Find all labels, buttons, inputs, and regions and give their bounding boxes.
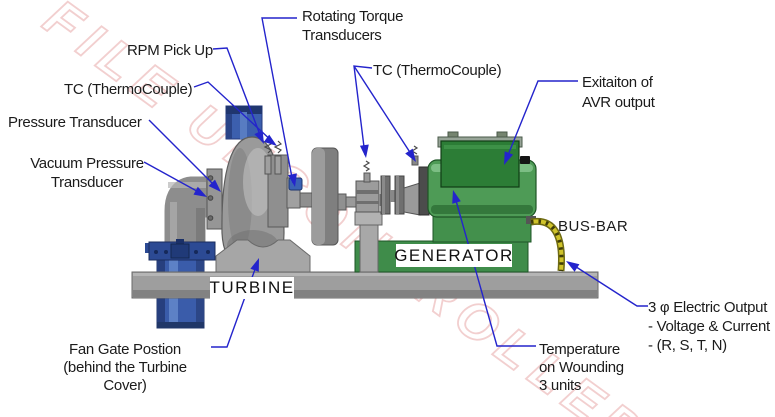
label-tc-right: TC (ThermoCouple) bbox=[373, 62, 502, 79]
leader-pressure bbox=[148, 119, 219, 190]
coupling bbox=[379, 175, 421, 216]
label-pressure-transducer: Pressure Transducer bbox=[8, 114, 142, 131]
universal-joint bbox=[355, 160, 380, 213]
label-tc-left: TC (ThermoCouple) bbox=[64, 81, 193, 98]
label-line: - (R, S, T, N) bbox=[648, 337, 727, 354]
pipe-flange bbox=[145, 239, 216, 261]
terminal-box bbox=[437, 131, 523, 188]
thermocouple-pin-turbine bbox=[273, 140, 283, 175]
label-line: Vacuum Pressure bbox=[30, 155, 144, 172]
leader-tc-right-b bbox=[353, 65, 414, 158]
label-line: (behind the Turbine Cover) bbox=[63, 359, 187, 394]
label-excitation: Exitaiton of AVR output bbox=[582, 73, 655, 113]
label-line: - Voltage & Current bbox=[648, 318, 770, 335]
turbine-nameplate: TURBINE bbox=[209, 277, 295, 299]
label-line: 3 φ Electric Output bbox=[648, 299, 768, 316]
rpm-pickup-pin bbox=[263, 140, 273, 175]
casing-cover bbox=[267, 154, 301, 228]
label-line: AVR output bbox=[582, 94, 655, 111]
label-line: on Wounding bbox=[539, 359, 624, 376]
base-plate bbox=[131, 271, 599, 299]
label-line: Transducers bbox=[302, 27, 382, 44]
arrowheads bbox=[193, 130, 580, 272]
leader-tc-left bbox=[193, 81, 275, 144]
leader-excitation bbox=[505, 80, 578, 161]
label-temperature: Temperature on Wounding 3 units bbox=[539, 341, 624, 395]
label-electric-output: 3 φ Electric Output - Voltage & Current … bbox=[648, 298, 770, 355]
label-line: Rotating Torque bbox=[302, 8, 404, 25]
label-fan-gate: Fan Gate Postion (behind the Turbine Cov… bbox=[40, 341, 210, 395]
label-bus-bar: BUS-BAR bbox=[558, 218, 629, 235]
generator-nameplate: GENERATOR bbox=[394, 244, 512, 267]
label-line: Fan Gate Postion bbox=[69, 341, 181, 358]
bus-bar-wire bbox=[526, 216, 565, 272]
label-rotating-torque: Rotating Torque Transducers bbox=[302, 7, 403, 45]
elbow-pipe bbox=[164, 176, 213, 244]
turbine-pedestal bbox=[215, 239, 311, 273]
shaft-support-pedestal bbox=[354, 211, 383, 273]
label-rpm-pickup: RPM Pick Up bbox=[127, 42, 213, 59]
label-line: 3 units bbox=[539, 377, 582, 394]
label-line: Transducer bbox=[50, 174, 124, 191]
label-vacuum-pressure: Vacuum Pressure Transducer bbox=[28, 154, 146, 192]
leader-rpm-pickup bbox=[212, 47, 263, 141]
label-line: Temperature bbox=[539, 341, 620, 358]
leader-vacuum bbox=[143, 161, 205, 196]
label-line: Exitaiton of bbox=[582, 74, 653, 91]
leader-rotating-torque bbox=[261, 17, 297, 184]
leader-electric-output bbox=[569, 262, 648, 307]
shaft-flywheel bbox=[299, 147, 359, 246]
casing-flange bbox=[206, 168, 223, 230]
